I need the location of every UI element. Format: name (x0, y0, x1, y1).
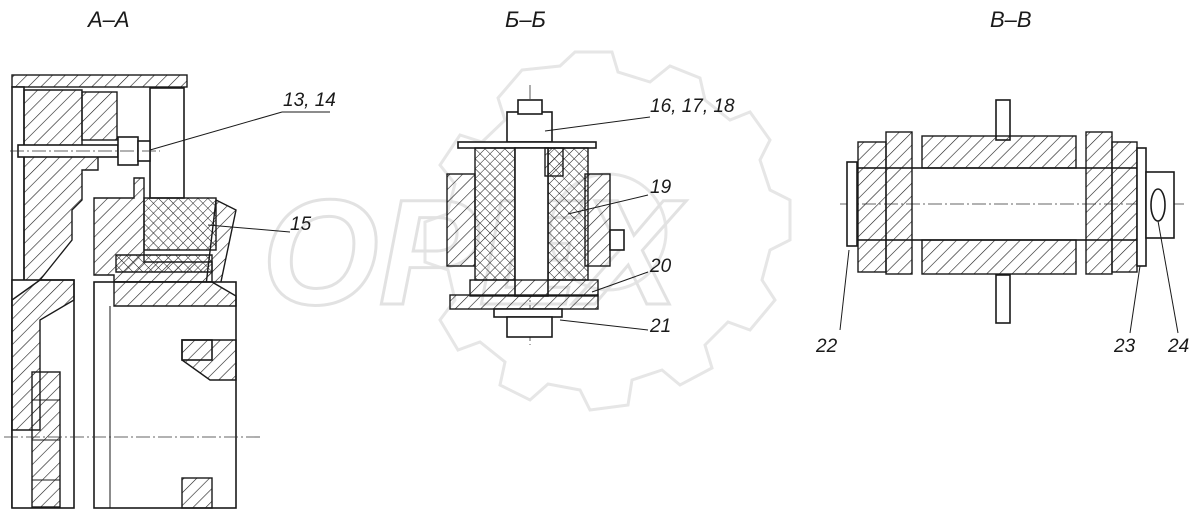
section-title-v-v: В–В (990, 7, 1032, 32)
callout-22: 22 (815, 336, 838, 357)
bushing-bottom-collar (469, 279, 599, 297)
center-sleeve-bottom (921, 239, 1077, 275)
vertical-bracket-top (995, 99, 1011, 141)
lower-bracket (93, 281, 237, 509)
bottom-washer (493, 308, 563, 318)
right-hub-inner (1085, 131, 1113, 275)
vertical-bracket-bottom (995, 274, 1011, 324)
housing-right-frame (149, 87, 185, 199)
rubber-pad-15 (143, 197, 217, 251)
housing-top-cover (11, 74, 188, 88)
bushing-left-flange (446, 173, 476, 267)
rubber-bushing-left (474, 147, 516, 281)
lower-bracket-hatched-top (113, 281, 237, 307)
flange-inner-block (81, 91, 118, 141)
bottom-plate (449, 294, 599, 310)
top-nut (506, 111, 553, 143)
washer-22 (846, 161, 858, 247)
callout-13-14: 13, 14 (283, 90, 336, 111)
top-washer (457, 141, 597, 149)
hub-left-hatched (11, 279, 75, 431)
right-hub-outer (1111, 141, 1138, 273)
top-nut-cap (517, 99, 543, 115)
callout-19: 19 (650, 177, 672, 198)
lower-bracket-corner (181, 339, 237, 381)
watermark-gear-outline (423, 50, 792, 412)
left-hub-inner (885, 131, 913, 275)
left-hub-outer (857, 141, 887, 273)
section-title-b-b: Б–Б (505, 7, 546, 32)
lower-bracket-bottom-block (181, 477, 213, 509)
section-title-a-a: А–А (86, 7, 130, 32)
bushing-side-pin (609, 229, 625, 251)
callout-24: 24 (1167, 336, 1189, 357)
center-bolt (514, 147, 549, 297)
callout-16-17-18: 16, 17, 18 (650, 96, 735, 117)
spacer-sleeve (544, 147, 564, 177)
callout-15: 15 (290, 214, 312, 235)
section-a-a: А–А 13 (4, 7, 336, 509)
washer-23 (1136, 147, 1147, 267)
section-v-v: В–В 22 23 24 (815, 7, 1189, 357)
center-sleeve-top (921, 135, 1077, 169)
callout-23: 23 (1113, 336, 1136, 357)
pad-base-strip (115, 254, 213, 273)
callout-21: 21 (649, 316, 671, 337)
section-b-b: Б–Б 16, 17, 18 19 20 21 (446, 7, 735, 345)
callout-20: 20 (649, 256, 672, 277)
bushing-right-flange (584, 173, 611, 267)
bottom-nut (506, 316, 553, 338)
cotter-pin-24 (1150, 188, 1166, 222)
